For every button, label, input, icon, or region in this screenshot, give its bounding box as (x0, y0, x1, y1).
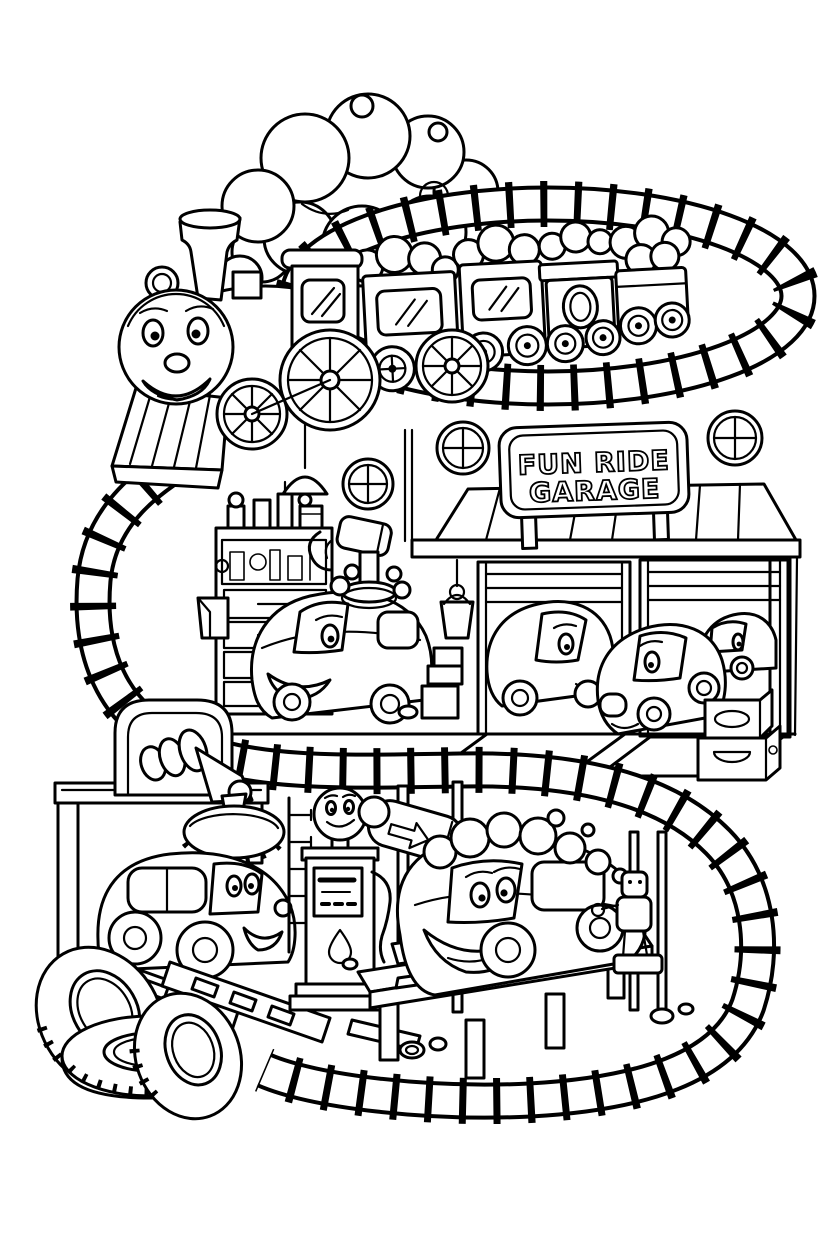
eyebrow (184, 305, 215, 313)
locomotive-face (117, 288, 235, 406)
sign-line-1: FUN RIDE (517, 445, 670, 481)
garage-building: FUN RIDE GARAGE (203, 409, 802, 739)
wash-brush-machine (113, 698, 287, 865)
wrench (590, 902, 606, 918)
soap-bubbles (422, 808, 629, 885)
pump-hose (370, 870, 392, 964)
smoke-puff (349, 93, 375, 119)
eye (469, 881, 491, 909)
fuel-drop-icon (327, 928, 353, 965)
garage-bays (433, 558, 790, 782)
soapy-workshop-car (250, 590, 434, 725)
stones (341, 704, 695, 1060)
cowcatcher-lip (110, 464, 224, 490)
car-on-ramps (96, 851, 297, 980)
pump-smile (325, 818, 356, 828)
smile (242, 926, 284, 952)
leaning-tire-front (129, 991, 244, 1121)
step-blocks (420, 646, 464, 720)
mechanic-robot (590, 870, 664, 975)
gas-pump-character (288, 786, 392, 1012)
cabinet-dial (214, 558, 230, 574)
nose (163, 352, 191, 374)
sign-line-2: GARAGE (529, 474, 661, 510)
rear-window (376, 610, 420, 650)
polisher-robot-arm (307, 515, 412, 610)
round-window-right (706, 409, 764, 467)
bay-car-left (485, 600, 615, 717)
pendant-lamp (281, 418, 329, 508)
smoke-puff (427, 121, 449, 143)
funnel (178, 208, 242, 302)
round-window-mid (435, 420, 491, 476)
arrow-decal (387, 821, 430, 850)
eye (495, 876, 517, 904)
wagon-4 (608, 214, 692, 346)
bay-car-exiting (595, 623, 727, 736)
wagon-3 (537, 220, 622, 364)
wheel (272, 682, 312, 722)
crates (696, 688, 782, 782)
steam-locomotive (110, 208, 490, 490)
eyebrow (138, 307, 169, 315)
locomotive-wheels (215, 328, 490, 451)
bumper (598, 692, 628, 718)
hanging-bucket (439, 558, 475, 640)
coupling-rod (250, 378, 332, 416)
crate (420, 684, 460, 720)
garage-sign: FUN RIDE GARAGE (497, 420, 691, 551)
workshop-interior (196, 418, 475, 725)
steam-dome (231, 270, 263, 300)
windshield (292, 600, 350, 655)
headlight (273, 898, 293, 918)
roof-fascia (410, 538, 802, 559)
tire-stack (34, 945, 244, 1121)
round-window-left (341, 457, 395, 511)
wash-brush (181, 792, 287, 865)
soapy-car-on-lift (395, 808, 648, 997)
